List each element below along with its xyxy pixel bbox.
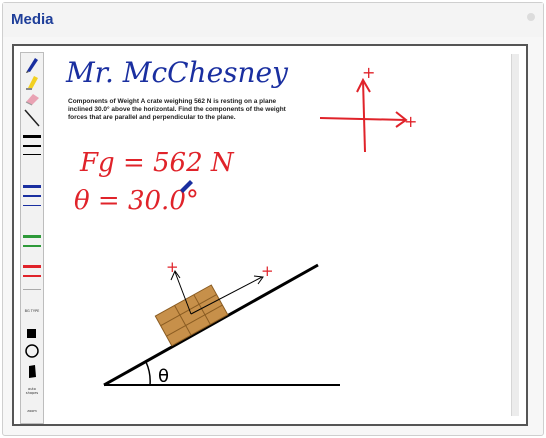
par-vector [190, 276, 263, 315]
color-green-thick[interactable] [23, 235, 41, 238]
problem-text: Components of Weight A crate weighing 56… [68, 98, 286, 121]
axis-plus-x: + [404, 112, 417, 131]
vertical-scrollbar[interactable] [511, 54, 519, 416]
coordinate-axes [319, 77, 408, 153]
theta-equation: θ = 30.0° [74, 186, 199, 216]
panel-title: Media [11, 11, 54, 28]
color-blue-fine[interactable] [23, 205, 41, 206]
whiteboard-frame [12, 44, 528, 426]
color-blue-thick[interactable] [23, 185, 41, 188]
angle-arc [145, 361, 151, 386]
pen-cursor-icon [180, 180, 193, 193]
shape-tool-icon[interactable] [23, 363, 41, 379]
incline-line [103, 263, 319, 387]
line-tool-icon[interactable] [23, 108, 41, 128]
axis-plus-y: + [362, 63, 375, 82]
close-icon[interactable] [527, 13, 535, 21]
color-black-thick[interactable] [23, 135, 41, 138]
color-red-thick[interactable] [23, 265, 41, 268]
color-red-thin[interactable] [23, 275, 41, 277]
color-blue-thin[interactable] [23, 195, 41, 197]
crate-icon [154, 284, 229, 347]
crate-plus-par: + [261, 262, 274, 280]
drawing-toolbar: BG TYPE auto shapes zoom [20, 52, 44, 424]
fg-equation: Fg = 562 N [80, 148, 234, 178]
circle-tool-icon[interactable] [23, 344, 41, 358]
color-black-fine[interactable] [23, 154, 41, 155]
crate-plus-perp: + [166, 258, 179, 276]
perp-vector [174, 271, 192, 315]
pen-tool-icon[interactable] [23, 55, 41, 73]
bg-type-button[interactable]: BG TYPE [24, 309, 40, 313]
highlighter-tool-icon[interactable] [23, 74, 41, 90]
toolbar-divider [23, 289, 41, 290]
color-green-thin[interactable] [23, 245, 41, 247]
eraser-tool-icon[interactable] [23, 92, 41, 106]
zoom-button[interactable]: zoom [27, 409, 37, 413]
auto-shapes-button[interactable]: auto shapes [25, 387, 39, 395]
teacher-name: Mr. McChesney [66, 56, 288, 89]
angle-label: θ [158, 366, 170, 387]
color-black-thin[interactable] [23, 145, 41, 147]
square-tool-icon[interactable] [27, 329, 36, 338]
panel-header: Media [3, 3, 543, 37]
